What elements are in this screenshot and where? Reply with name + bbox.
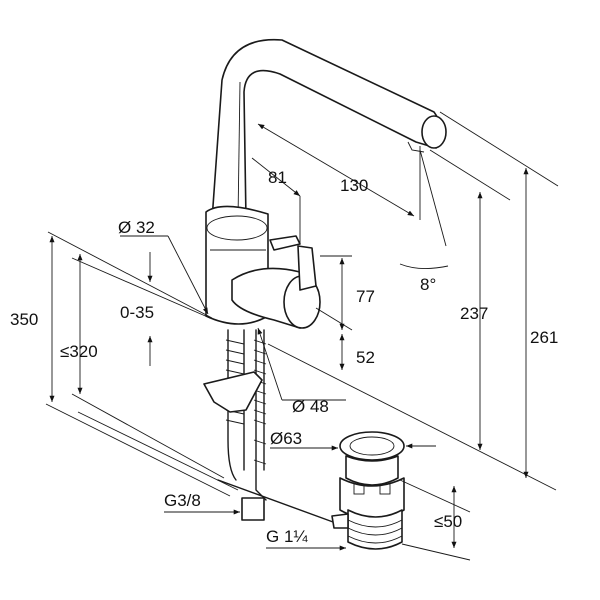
extension-lines [45, 111, 559, 561]
dim-8deg: 8° [420, 275, 436, 294]
faucet-body [205, 205, 321, 329]
dim-g114: G 1¼ [266, 527, 308, 546]
dim-261: 261 [530, 328, 558, 347]
drain-valve [331, 431, 405, 550]
dim-le320: ≤320 [60, 342, 98, 361]
dim-130: 130 [340, 176, 368, 195]
dim-350: 350 [10, 310, 38, 329]
supply-hoses [203, 329, 345, 527]
dim-phi32: Ø 32 [118, 218, 155, 237]
dimension-arrows [49, 123, 529, 551]
dim-52: 52 [356, 348, 375, 367]
dim-le50: ≤50 [434, 512, 462, 531]
dim-81: 81 [268, 168, 287, 187]
dimension-labels: 81 130 Ø 32 350 0-35 ≤320 237 261 77 52 … [10, 168, 558, 546]
dim-g38: G3/8 [164, 491, 201, 510]
dim-0-35: 0-35 [120, 303, 154, 322]
dim-237: 237 [460, 304, 488, 323]
dim-phi63: Ø63 [270, 429, 302, 448]
faucet-spout [211, 38, 447, 221]
dim-phi48: Ø 48 [292, 397, 329, 416]
dim-77: 77 [356, 287, 375, 306]
